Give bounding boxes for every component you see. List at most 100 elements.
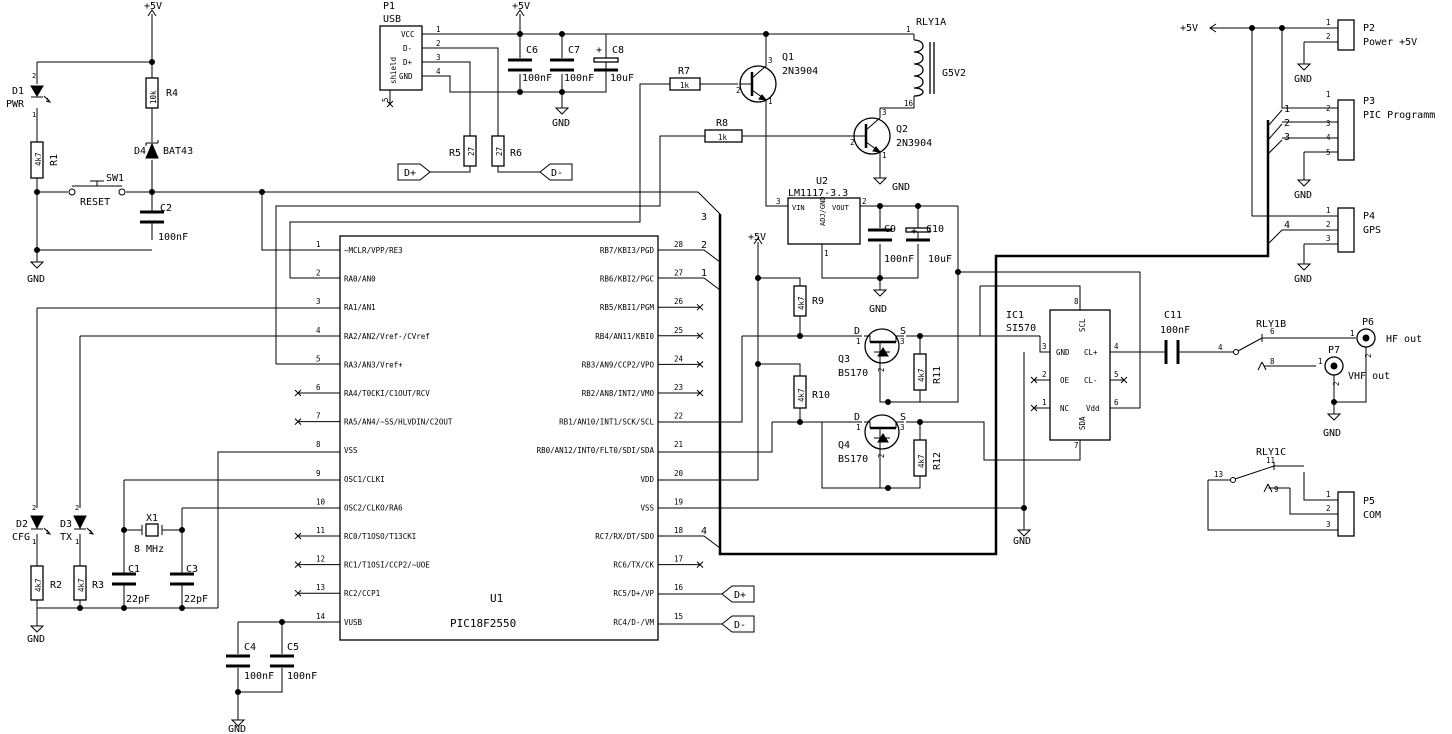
q3-pin-g: 2 (877, 367, 886, 372)
c9-value: 100nF (884, 254, 914, 265)
u1-pin-num-28: 28 (674, 240, 684, 249)
u1-pin-num-22: 22 (674, 412, 683, 421)
p5-value: COM (1363, 510, 1381, 521)
q3-mosfet: D S 1 3 2 Q3 BS170 (838, 326, 906, 379)
rly1a-value: G5V2 (942, 68, 966, 79)
p6-pin1: 1 (1350, 329, 1355, 338)
c2-value: 100nF (158, 232, 188, 243)
q3-d-label: D (854, 326, 860, 337)
u1-pin-name-10: OSC2/CLKO/RA6 (344, 503, 403, 512)
u2-lm1117-regulator: U2 LM1117-3.3 VIN VOUT ADJ/GND 3 1 2 (776, 176, 867, 258)
ic1-gnd-label: GND (1056, 348, 1070, 357)
p1-usb-connector: P1 USB VCC D- D+ GND 1 2 3 4 shield 5 (379, 1, 441, 108)
c10-value: 10uF (928, 254, 952, 265)
svg-text:2: 2 (1284, 118, 1290, 129)
p1-pin1-name: VCC (401, 30, 415, 39)
u1-pin-name-5: RA3/AN3/Vref+ (344, 360, 403, 369)
u1-pin-name-23: RB2/AN8/INT2/VMO (582, 389, 655, 398)
rly1a-pin1: 1 (906, 25, 911, 34)
x1-ref: X1 (146, 513, 158, 524)
u1-pin-name-27: RB6/KBI2/PGC (600, 275, 654, 284)
c10-electrolytic-capacitor: + C10 10uF (905, 224, 952, 265)
d1-ref: D1 (12, 86, 24, 97)
d3-ref: D3 (60, 519, 72, 530)
p1-pin4-num: 4 (436, 67, 441, 76)
p1-pin3-name: D+ (403, 58, 413, 67)
u2-vout-label: VOUT (832, 204, 850, 212)
d4-schottky-diode: D4 BAT43 (134, 140, 193, 159)
p7-vhf-out-connector: P7 VHF out 1 2 (1318, 345, 1390, 386)
u1-pin-name-8: VSS (344, 446, 358, 455)
u1-pic18f2550: 1~MCLR/VPP/RE32RA0/AN03RA1/AN14RA2/AN2/V… (294, 235, 704, 641)
r9-resistor: 4k7 R9 (793, 285, 824, 317)
q1-npn-transistor: 2 3 1 Q1 2N3904 (736, 52, 818, 106)
u1-pin-name-25: RB4/AN11/KBI0 (595, 332, 654, 341)
gnd-label-8: GND (1294, 74, 1312, 85)
q4-pin-s: 3 (900, 423, 905, 432)
c6-value: 100nF (522, 73, 552, 84)
q4-ref: Q4 (838, 440, 850, 451)
rly1b-pin6: 6 (1270, 327, 1275, 336)
p5-pin1: 1 (1326, 490, 1331, 499)
r11-value: 4k7 (917, 368, 926, 382)
r12-ref: R12 (932, 452, 943, 470)
r4-ref: R4 (166, 88, 178, 99)
c1-ref: C1 (128, 564, 140, 575)
p6-hf-out-connector: P6 HF out 1 2 (1350, 317, 1422, 358)
d3-tx-led: D3 TX 2 1 (60, 504, 95, 546)
c7-ref: C7 (568, 45, 580, 56)
p1-body (379, 25, 423, 91)
r11-resistor: 4k7 R11 (913, 353, 943, 391)
p3-value: PIC Programm (1363, 110, 1435, 121)
c8-polarity: + (596, 45, 602, 56)
u1-pin-num-6: 6 (316, 383, 321, 392)
c5-value: 100nF (287, 671, 317, 682)
ic1-pin4: 4 (1114, 342, 1119, 351)
u1-pin-name-4: RA2/AN2/Vref-/CVref (344, 332, 430, 341)
p4-pin1: 1 (1326, 206, 1331, 215)
c2-capacitor: C2 100nF (140, 203, 188, 243)
rly1c-pin13: 13 (1214, 470, 1223, 479)
svg-text:D-: D- (551, 168, 563, 179)
p6-ref: P6 (1362, 317, 1374, 328)
p4-ref: P4 (1363, 211, 1375, 222)
u1-pin-name-14: VUSB (344, 618, 363, 627)
c8-electrolytic-capacitor: + C8 10uF (593, 45, 634, 84)
u2-pin-vin: 3 (776, 197, 781, 206)
u1-pin-name-6: RA4/T0CKI/C1OUT/RCV (344, 389, 430, 398)
c3-value: 22pF (184, 594, 208, 605)
u1-pin-num-16: 16 (674, 583, 684, 592)
q4-mosfet: D S 1 3 2 Q4 BS170 (838, 412, 906, 465)
q3-value: BS170 (838, 368, 868, 379)
bus (718, 120, 1270, 556)
d4-value: BAT43 (163, 146, 193, 157)
u1-pin-num-27: 27 (674, 269, 683, 278)
p6-pin2: 2 (1364, 353, 1373, 358)
q2-ref: Q2 (896, 124, 908, 135)
r6-value: 27 (495, 147, 504, 156)
r8-resistor: 1k R8 (704, 118, 743, 143)
q2-pin-b: 2 (850, 138, 855, 147)
r10-ref: R10 (812, 390, 830, 401)
r8-ref: R8 (716, 118, 728, 129)
q4-pin-d: 1 (856, 423, 861, 432)
u1-pin-num-19: 19 (674, 497, 683, 506)
u1-pin-num-24: 24 (674, 354, 684, 363)
d1-pwr-led: D1 PWR 2 1 (6, 72, 52, 119)
p5v-label-3: +5V (748, 232, 766, 243)
u2-vin-label: VIN (792, 204, 805, 212)
u1-pin-num-11: 11 (316, 526, 325, 535)
u1-right-pins: 28RB7/KBI3/PGD27RB6/KBI2/PGC26RB5/KBI1/P… (537, 240, 704, 627)
u1-pin-name-19: VSS (640, 503, 654, 512)
u1-pin-name-15: RC4/D-/VM (613, 618, 654, 627)
svg-text:1: 1 (1284, 104, 1290, 115)
u1-pin-name-28: RB7/KBI3/PGD (600, 246, 655, 255)
gnd-label-1: GND (27, 274, 45, 285)
d3-pin-a: 2 (75, 504, 79, 512)
q4-s-label: S (900, 412, 906, 423)
u1-pin-name-13: RC2/CCP1 (344, 589, 380, 598)
c8-value: 10uF (610, 73, 634, 84)
r2-value: 4k7 (34, 578, 43, 592)
junctions (34, 25, 1337, 695)
p4-pin2: 2 (1326, 220, 1331, 229)
